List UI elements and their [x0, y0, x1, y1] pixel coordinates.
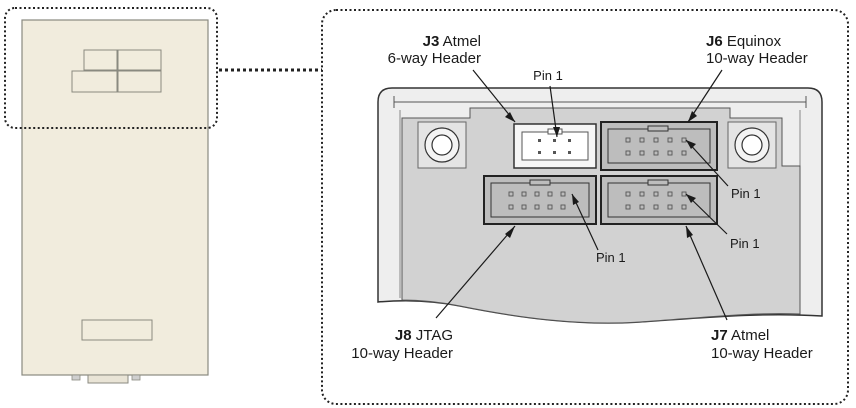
j8-pin1-label: Pin 1 [596, 250, 626, 265]
arrow-j8-pin1 [572, 194, 579, 205]
j3-desc: 6-way Header [388, 50, 481, 67]
j6-name: Equinox [727, 33, 782, 50]
arrow-j3-pin1 [553, 127, 560, 137]
arrow-j3 [505, 112, 515, 122]
j3-pin1-label: Pin 1 [533, 68, 563, 83]
j8-name: JTAG [416, 327, 453, 344]
arrow-j8 [505, 226, 515, 238]
arrow-j7-pin1 [686, 194, 696, 203]
device-header-j6 [117, 49, 162, 71]
device-port [81, 319, 153, 341]
arrow-j6 [688, 111, 697, 122]
screw-boss-right [727, 121, 777, 169]
j6-ref: J6 [706, 33, 723, 50]
header-j8 [483, 175, 597, 225]
j7-ref: J7 [711, 327, 728, 344]
header-j7 [600, 175, 718, 225]
device-header-j3 [83, 49, 118, 71]
device-overview [4, 7, 322, 384]
j6-pin1-label: Pin 1 [731, 186, 761, 201]
j7-desc: 10-way Header [711, 345, 813, 362]
leader-j7 [685, 225, 728, 321]
j8-desc: 10-way Header [351, 345, 453, 362]
device-header-j8 [71, 70, 118, 93]
j7-name: Atmel [731, 327, 769, 344]
arrow-j7 [686, 226, 693, 238]
j3-name: Atmel [443, 33, 481, 50]
j3-ref: J3 [423, 33, 440, 50]
device-bottom-connector [87, 374, 129, 384]
leader-arrowheads [505, 111, 697, 238]
connector-screw-right [131, 374, 141, 381]
leader-j8 [435, 225, 516, 319]
device-header-j7 [117, 70, 162, 93]
j7-title: J7 Atmel [711, 327, 769, 344]
zoom-selection [4, 7, 218, 129]
j3-title: J3 Atmel [423, 33, 481, 50]
zoom-frame [321, 9, 849, 405]
arrow-j6-pin1 [686, 140, 696, 149]
leader-j6-pin1 [685, 139, 729, 187]
screw-boss-left [417, 121, 467, 169]
j8-ref: J8 [395, 327, 412, 344]
connector-screw-left [71, 374, 81, 381]
zoom-detail: J3 Atmel 6-way Header Pin 1 J6 Equinox 1… [321, 9, 849, 405]
j6-desc: 10-way Header [706, 50, 808, 67]
j7-pin1-label: Pin 1 [730, 236, 760, 251]
j6-title: J6 Equinox [706, 33, 782, 50]
leader-j3 [472, 69, 516, 123]
header-j6 [600, 121, 718, 171]
j8-title: J8 JTAG [395, 327, 453, 344]
